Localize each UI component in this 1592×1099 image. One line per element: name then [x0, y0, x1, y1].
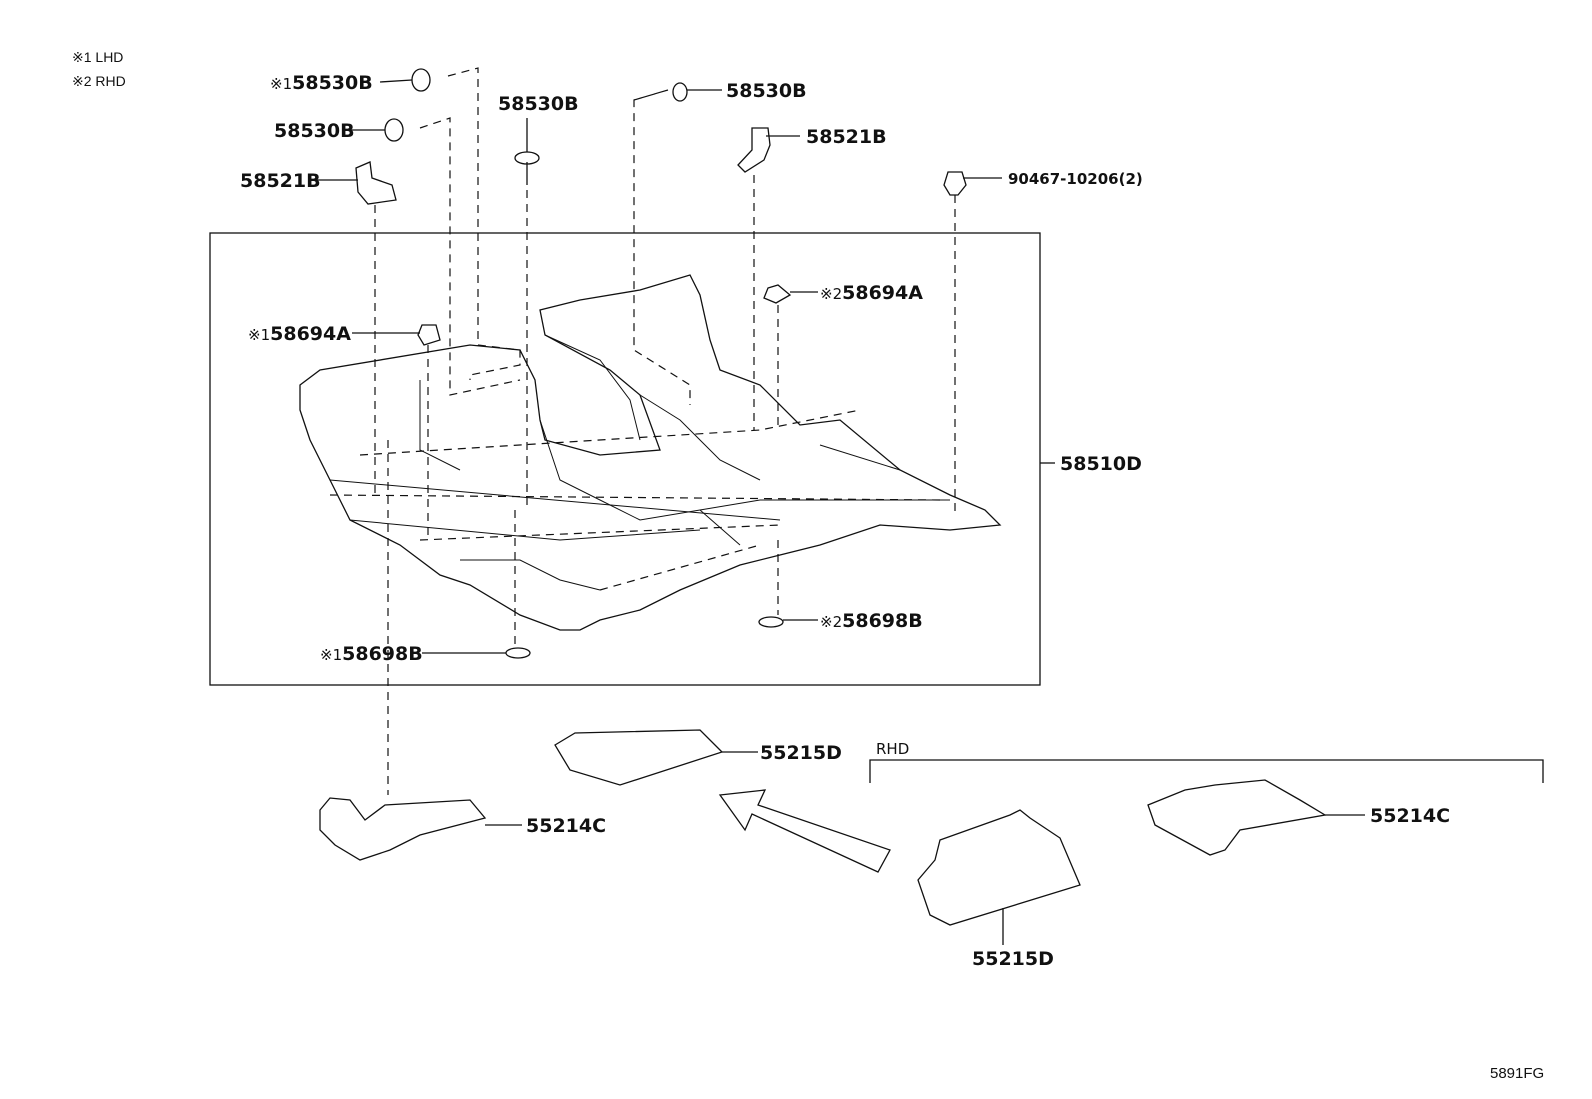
grommet-icon [672, 82, 688, 102]
callout-58521b-right: 58521B [806, 126, 887, 148]
fastener-guide-lines [329, 67, 956, 795]
retainer-icon [417, 324, 441, 346]
washer-icon [758, 616, 784, 628]
note-lhd: ※1 LHD [72, 49, 123, 65]
callout-58530b-c: 58530B [726, 80, 807, 102]
rhd-bracket [869, 759, 1544, 783]
leader-lines [312, 79, 1002, 654]
scuff-plate-rhd-icon [1147, 779, 1327, 856]
callout-58510d: 58510D [1060, 453, 1142, 475]
callout-90467: 90467-10206(2) [1008, 170, 1143, 188]
callout-55215d-top: 55215D [760, 742, 842, 764]
carpet-assembly-frame [209, 232, 1041, 686]
foot-rest-icon [554, 729, 724, 786]
scuff-plate-icon [319, 797, 487, 861]
callout-58521b-left: 58521B [240, 170, 321, 192]
callouts: ※158530B 58530B 58530B 58530B 58521B 585… [240, 72, 1450, 970]
clip-symbols [355, 68, 967, 659]
direction-arrow-icon [718, 789, 891, 873]
rhd-group-label: RHD [876, 740, 909, 758]
callout-55214c-right: 55214C [1370, 805, 1450, 827]
hook-clip-icon [737, 127, 771, 173]
trim-panels [319, 729, 1365, 945]
callout-58530b-lhd: ※158530B [270, 72, 373, 94]
callout-58530b-b: 58530B [498, 93, 579, 115]
grommet-icon [411, 68, 431, 92]
callout-58698b-lhd: ※158698B [320, 643, 423, 665]
grommet-icon [384, 118, 404, 142]
retainer-icon [763, 284, 792, 304]
callout-58694a-lhd: ※158694A [248, 323, 351, 345]
foot-rest-rhd-icon [917, 809, 1081, 926]
callout-58698b-rhd: ※258698B [820, 610, 923, 632]
push-clip-icon [943, 171, 967, 196]
hook-clip-icon [355, 161, 397, 205]
callout-58694a-rhd: ※258694A [820, 282, 923, 304]
washer-icon [505, 647, 531, 659]
figure-code: 5891FG [1490, 1065, 1544, 1082]
note-rhd: ※2 RHD [72, 73, 126, 89]
callout-55215d-bottom: 55215D [972, 948, 1054, 970]
callout-58530b-a: 58530B [274, 120, 355, 142]
callout-55214c-left: 55214C [526, 815, 606, 837]
